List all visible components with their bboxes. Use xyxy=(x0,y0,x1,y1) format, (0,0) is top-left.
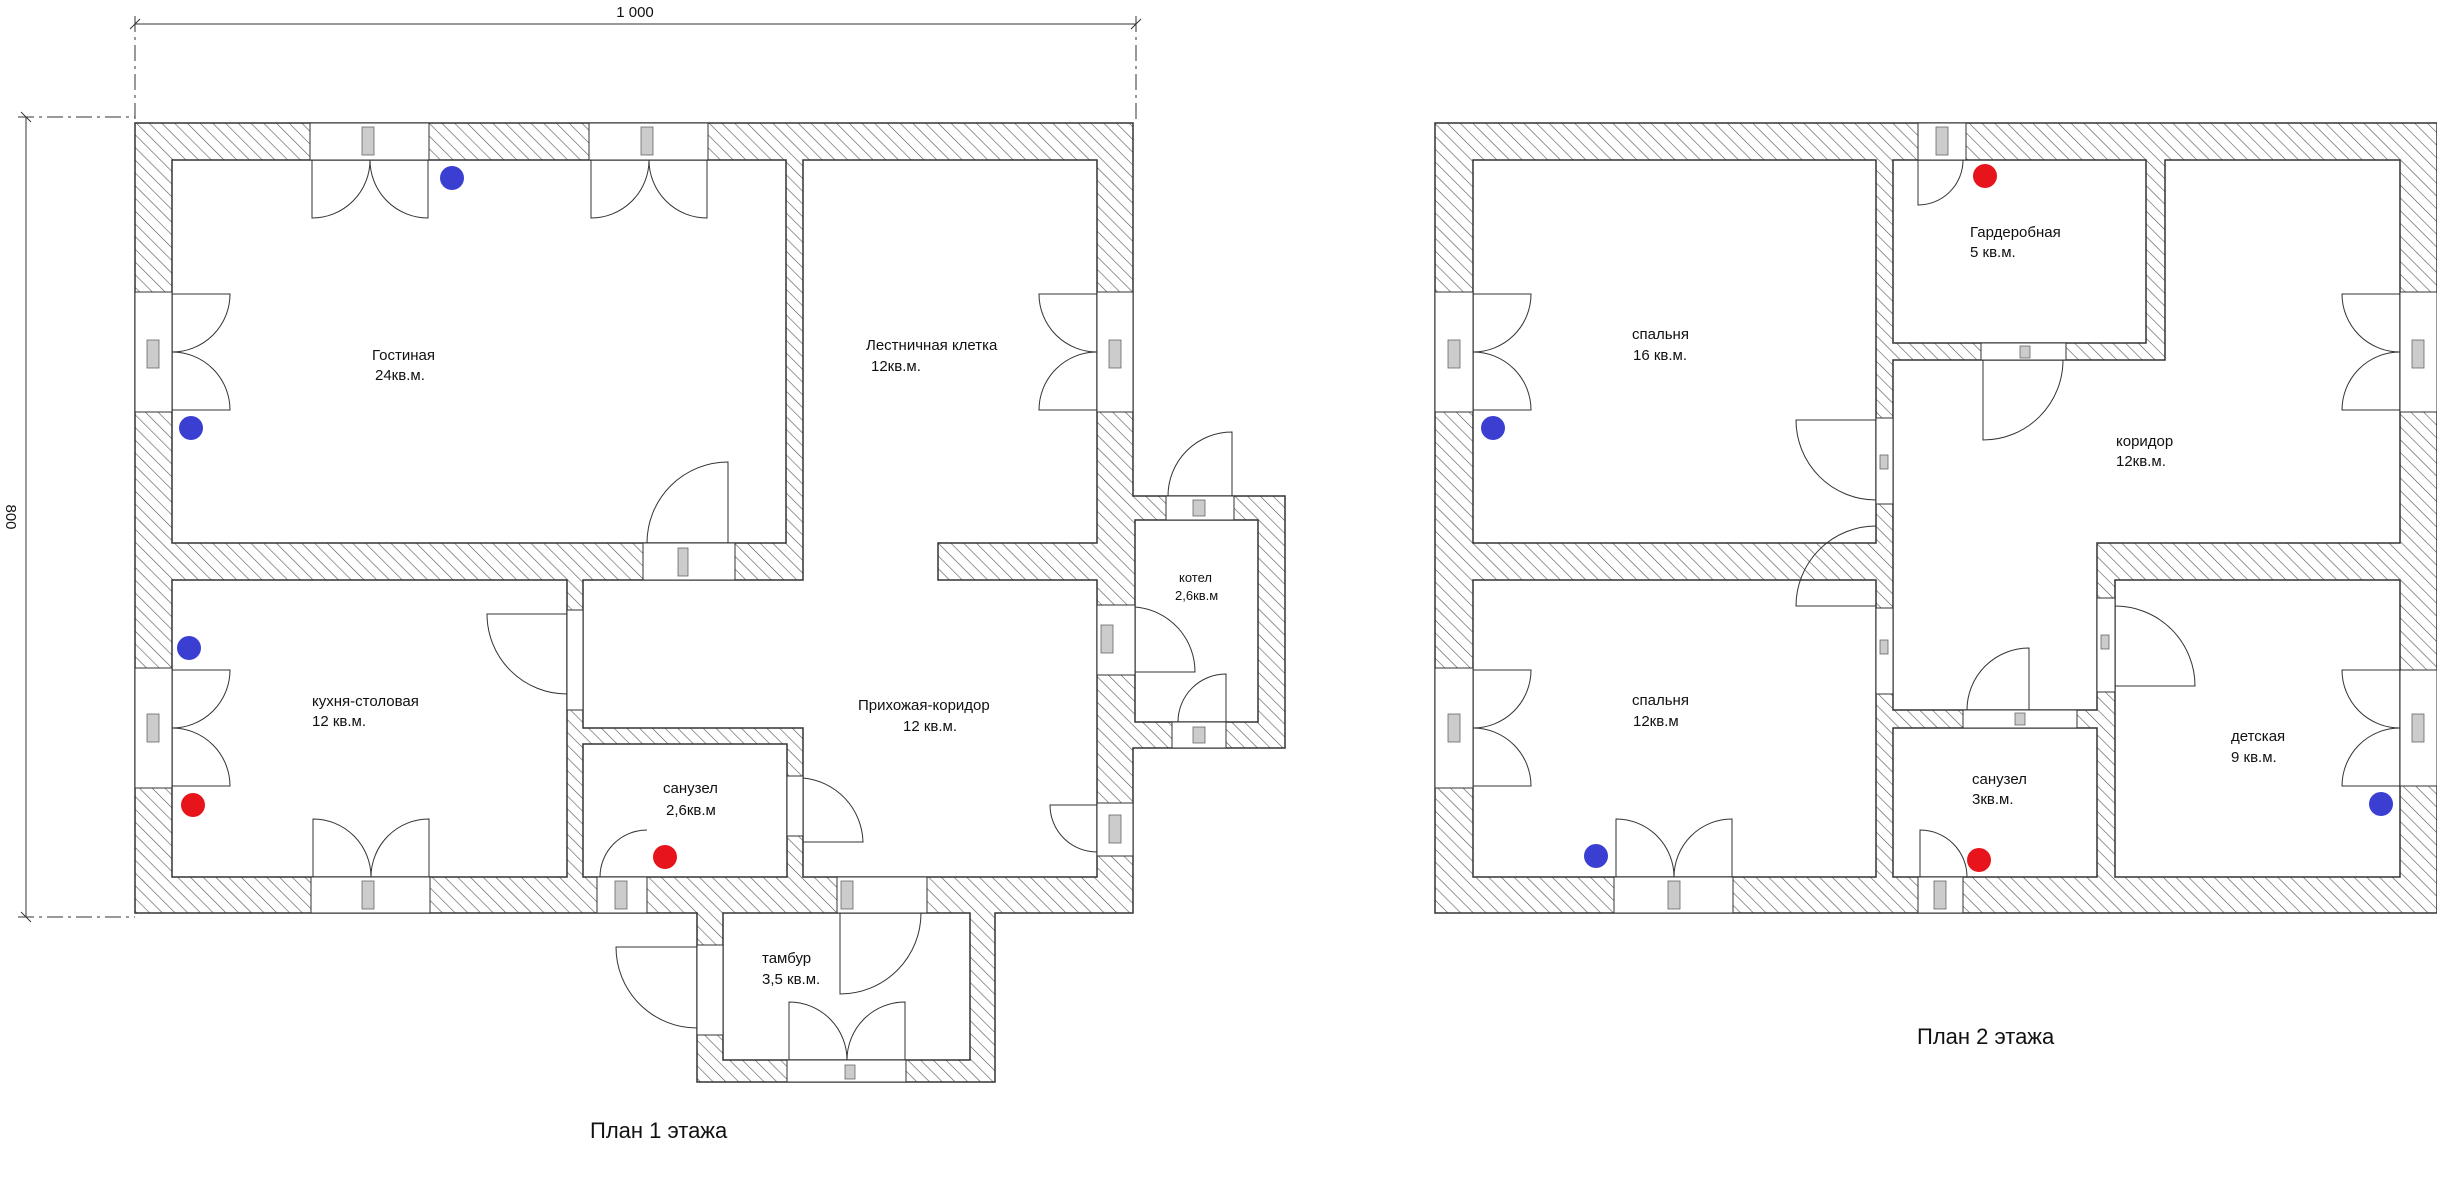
room-name-living: Гостиная xyxy=(372,347,435,364)
floor2-window-marks xyxy=(1447,126,2425,910)
room-name-vestibule: тамбур xyxy=(762,950,811,967)
floor1-window-marks xyxy=(146,126,1206,1080)
room-area-vestibule: 3,5 кв.м. xyxy=(762,971,820,988)
floor2-title: План 2 этажа xyxy=(1917,1024,2055,1049)
room-name-corridor: коридор xyxy=(2116,433,2173,450)
floor1-door-swings xyxy=(171,159,1233,1061)
room-area-kitchen: 12 кв.м. xyxy=(312,713,366,730)
room-name-bedroom2: спальня xyxy=(1632,692,1689,709)
room-area-wardrobe: 5 кв.м. xyxy=(1970,244,2016,261)
room-area-bath2: 3кв.м. xyxy=(1972,791,2014,808)
floor2-openings xyxy=(1434,122,2437,914)
room-name-wardrobe: Гардеробная xyxy=(1970,224,2061,241)
heater-marker xyxy=(177,636,201,660)
room-area-hall: 12 кв.м. xyxy=(903,718,957,735)
room-name-bath2: санузел xyxy=(1972,771,2027,788)
room-name-kitchen: кухня-столовая xyxy=(312,693,419,710)
dimension-height xyxy=(18,111,135,923)
room-area-bedroom2: 12кв.м xyxy=(1633,713,1679,730)
room-name-boiler: котел xyxy=(1179,570,1212,585)
room-area-kids: 9 кв.м. xyxy=(2231,749,2277,766)
dimension-width xyxy=(129,16,1142,120)
room-name-hall: Прихожая-коридор xyxy=(858,697,990,714)
floor1-walls xyxy=(134,122,1286,1083)
riser-marker xyxy=(653,845,677,869)
riser-marker xyxy=(1967,848,1991,872)
room-name-bath: санузел xyxy=(663,780,718,797)
room-area-stair: 12кв.м. xyxy=(871,358,921,375)
heater-marker xyxy=(179,416,203,440)
heater-marker xyxy=(2369,792,2393,816)
dimension-width-label: 1 000 xyxy=(616,4,654,21)
room-area-boiler: 2,6кв.м xyxy=(1175,588,1218,603)
heater-marker xyxy=(1481,416,1505,440)
riser-marker xyxy=(1973,164,1997,188)
floor1-plan: Гостиная 24кв.м. Лестничная клетка 12кв.… xyxy=(134,122,1286,1143)
room-area-bath: 2,6кв.м xyxy=(666,802,716,819)
heater-marker xyxy=(1584,844,1608,868)
room-area-living: 24кв.м. xyxy=(375,367,425,384)
floor2-plan: спальня 16 кв.м. Гардеробная 5 кв.м. кор… xyxy=(1434,122,2437,1049)
dimension-height-label: 800 xyxy=(2,504,19,529)
floor2-door-swings xyxy=(1472,159,2401,878)
heater-marker xyxy=(440,166,464,190)
floor2-walls xyxy=(1434,122,2437,914)
floor1-title: План 1 этажа xyxy=(590,1118,728,1143)
floor1-openings xyxy=(134,122,1235,1083)
room-area-bedroom1: 16 кв.м. xyxy=(1633,347,1687,364)
room-name-stair: Лестничная клетка xyxy=(866,337,998,354)
riser-marker xyxy=(181,793,205,817)
room-name-bedroom1: спальня xyxy=(1632,326,1689,343)
room-area-corridor: 12кв.м. xyxy=(2116,453,2166,470)
room-name-kids: детская xyxy=(2231,728,2285,745)
